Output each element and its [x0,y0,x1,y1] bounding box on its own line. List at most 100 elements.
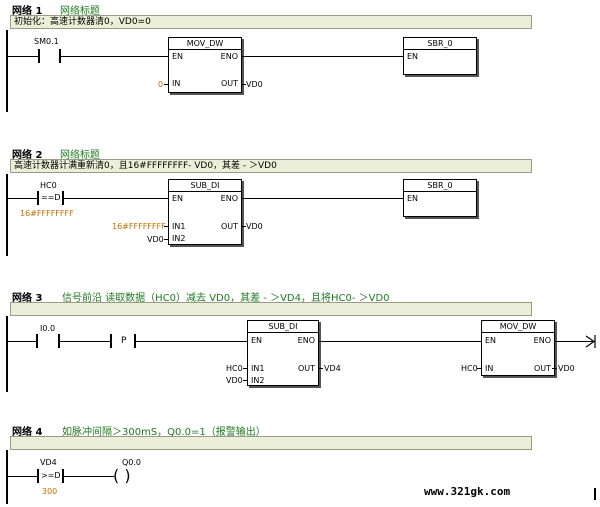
in-pin: IN [485,364,494,373]
sub-in1-value[interactable]: HC0 [226,364,243,373]
mov-out-value[interactable]: VD0 [246,80,263,89]
network-3-label: 网络 3 [12,293,43,304]
wire [477,368,481,369]
sub-in2-value[interactable]: VD0 [147,235,164,244]
compare-contact-right[interactable] [62,469,64,483]
sbr-title: SBR_0 [427,39,453,48]
wire [241,226,246,227]
wire [319,341,481,342]
contact-sm0-1-label: SM0.1 [34,37,59,46]
divider [248,332,318,333]
network-4-title[interactable]: 如脉冲间隔＞300mS，Q0.0=1（报警输出） [62,427,266,438]
wire [64,198,169,199]
in-pin: IN [172,79,181,88]
compare-contact-vd4: VD4 [40,458,57,467]
network-4-label: 网络 4 [12,427,43,438]
power-rail-1 [6,30,8,112]
network-3-comment[interactable] [10,302,532,316]
wire [241,84,246,85]
network-2-title[interactable]: 网络标题 [60,150,100,161]
power-rail-4 [6,450,8,504]
network-2-comment[interactable]: 高速计数器计满重新清0，且16#FFFFFFFF- VD0，其差 - ＞VD0 [10,159,532,173]
mov-out-value[interactable]: VD0 [558,364,575,373]
network-1-comment[interactable]: 初始化：高速计数器清0，VD0=0 [10,15,532,29]
sbr-0-box-2[interactable]: SBR_0 EN [403,179,477,217]
wire [318,368,323,369]
mov-in-value[interactable]: 0 [158,80,164,89]
en-pin: EN [172,52,184,61]
compare-contact-left[interactable] [37,191,39,205]
wire [164,226,168,227]
mov-in-value[interactable]: HC0 [461,364,478,373]
sub-in1-value[interactable]: 16#FFFFFFFF [112,222,166,231]
sub-out-value[interactable]: VD0 [246,222,263,231]
out-pin: OUT [220,79,238,88]
sbr-0-box-1[interactable]: SBR_0 EN [403,37,477,75]
wire [8,198,37,199]
in2-pin: IN2 [251,376,265,385]
en-pin: EN [407,194,419,203]
network-4-comment[interactable] [10,436,532,450]
compare-op: ==D [41,193,61,202]
eno-pin: ENO [533,336,551,345]
sub-di-box-3[interactable]: SUB_DI EN ENO IN1 OUT IN2 [247,320,319,386]
out-pin: OUT [220,222,238,231]
eno-pin: ENO [297,336,315,345]
sub-in2-value[interactable]: VD0 [226,376,243,385]
en-pin: EN [485,336,497,345]
wire [8,341,36,342]
wire [136,341,248,342]
compare-operand2[interactable]: 300 [42,487,58,496]
eno-pin: ENO [220,52,238,61]
compare-operand2[interactable]: 16#FFFFFFFF [20,209,74,218]
divider [404,191,476,192]
mov-dw-title: MOV_DW [186,39,224,48]
p-contact-right[interactable] [134,334,136,348]
contact-i0-0-left[interactable] [36,334,38,348]
wire [242,198,404,199]
arrow-right-icon [585,335,596,348]
wire [8,476,37,477]
network-1-title[interactable]: 网络标题 [60,6,100,17]
mov-dw-box-3[interactable]: MOV_DW EN ENO IN OUT [481,320,555,376]
compare-contact-hc0: HC0 [40,181,57,190]
compare-contact-right[interactable] [62,191,64,205]
contact-sm0-1-left[interactable] [38,49,40,63]
out-pin: OUT [297,364,315,373]
watermark: www.321gk.com [424,485,511,498]
in1-pin: IN1 [172,222,186,231]
wire [164,84,168,85]
sub-di-title: SUB_DI [190,181,220,190]
contact-i0-0-label: I0.0 [40,324,56,333]
p-contact-left[interactable] [110,334,112,348]
network-2-label: 网络 2 [12,150,43,161]
divider [404,49,476,50]
contact-i0-0-right[interactable] [58,334,60,348]
wire [164,239,168,240]
sub-out-value[interactable]: VD4 [324,364,341,373]
out-pin: OUT [533,364,551,373]
wire [64,476,114,477]
network-1-label: 网络 1 [12,6,43,17]
wire [8,56,38,57]
en-pin: EN [407,52,419,61]
compare-contact-left[interactable] [37,469,39,483]
sub-di-box-2[interactable]: SUB_DI EN ENO IN1 OUT IN2 [168,179,242,245]
mov-dw-title: MOV_DW [499,322,537,331]
sbr-title: SBR_0 [427,181,453,190]
divider [169,191,241,192]
wire [243,380,247,381]
wire [242,56,404,57]
compare-op: >=D [41,471,61,480]
en-pin: EN [251,336,263,345]
mov-dw-box-1[interactable]: MOV_DW EN ENO IN OUT [168,37,242,93]
divider [169,49,241,50]
wire [243,368,247,369]
network-3-title[interactable]: 信号前沿 读取数据（HC0）减去 VD0，其差 - ＞VD4，且将HC0- ＞V… [62,293,390,304]
contact-sm0-1-right[interactable] [59,49,61,63]
eno-pin: ENO [220,194,238,203]
wire [555,341,593,342]
wire [61,56,169,57]
power-rail-2 [6,174,8,256]
output-coil[interactable]: ( ) [113,466,131,485]
